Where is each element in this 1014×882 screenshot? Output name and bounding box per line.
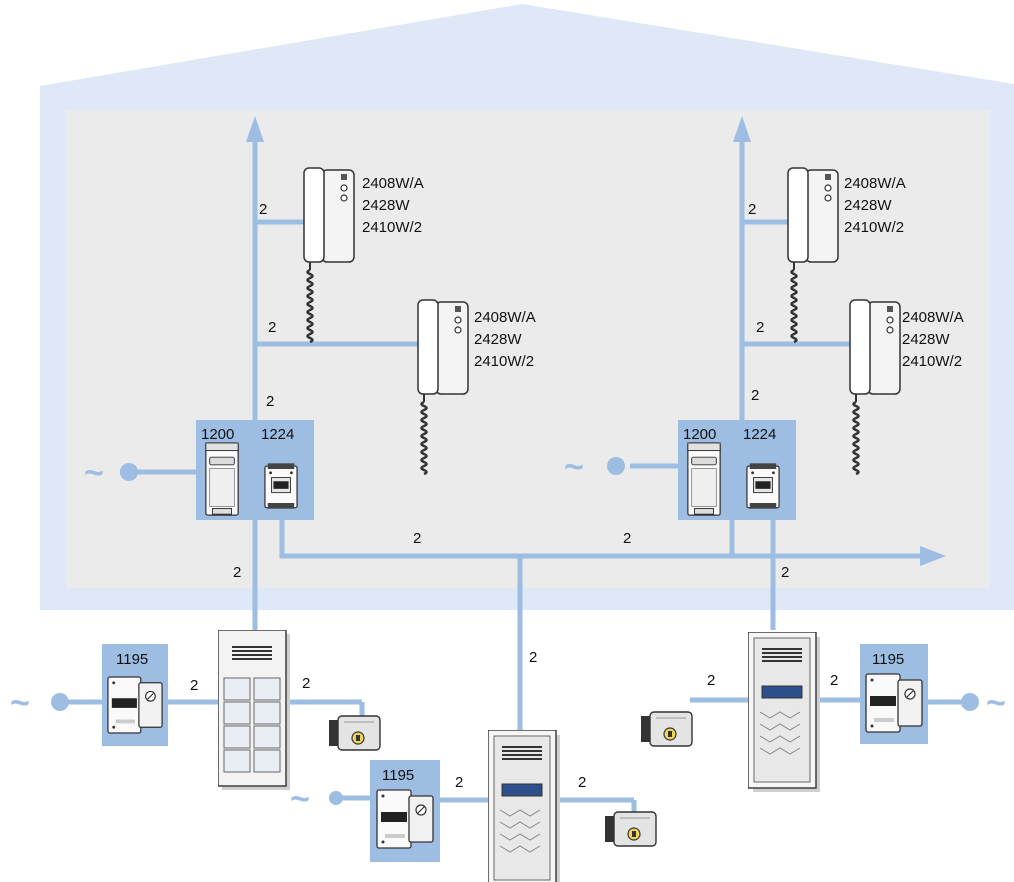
wire-count-label: 2 <box>233 564 241 581</box>
door-entry-panel-icon <box>488 730 560 882</box>
model-label: 2410W/2 <box>474 353 534 370</box>
interface-label: 1224 <box>743 426 776 443</box>
wire-labels: 2 2 2 2 2 2 2 2 2 2 2 2 2 2 2 2 2 <box>190 201 838 791</box>
model-label: 2428W <box>362 197 410 214</box>
handset-models-4: 2408W/A 2428W 2410W/2 <box>902 309 964 370</box>
model-label: 2408W/A <box>362 175 424 192</box>
model-label: 2408W/A <box>474 309 536 326</box>
wire-count-label: 2 <box>707 672 715 689</box>
wire-count-label: 2 <box>259 201 267 218</box>
power-supply-module-icon <box>687 442 721 516</box>
model-label: 2410W/2 <box>844 219 904 236</box>
handset-models-2: 2408W/A 2428W 2410W/2 <box>474 309 536 370</box>
model-label: 2428W <box>474 331 522 348</box>
wire-count-label: 2 <box>830 672 838 689</box>
wire-count-label: 2 <box>529 649 537 666</box>
mains-symbol: ~ <box>84 454 104 492</box>
wire-count-label: 2 <box>190 677 198 694</box>
wire-count-label: 2 <box>266 393 274 410</box>
mains-symbol: ~ <box>564 448 584 486</box>
door-supply-label: 1195 <box>382 767 414 784</box>
mains-symbols: ~ ~ ~ ~ ~ <box>10 448 1006 818</box>
model-label: 2428W <box>902 331 950 348</box>
power-supply-label: 1200 <box>683 426 716 443</box>
door-entry-panel-icon <box>218 630 290 790</box>
wire-count-label: 2 <box>268 319 276 336</box>
interface-label: 1224 <box>261 426 294 443</box>
power-supply-module-icon <box>205 442 239 516</box>
handset-models-1: 2408W/A 2428W 2410W/2 <box>362 175 424 236</box>
model-label: 2410W/2 <box>362 219 422 236</box>
door-entry-panel-icon <box>748 632 820 792</box>
model-label: 2408W/A <box>902 309 964 326</box>
wire-count-label: 2 <box>413 530 421 547</box>
power-supply-module-icon <box>865 673 923 733</box>
interface-module-icon <box>746 462 780 510</box>
right-door-supply: 1195 <box>860 644 928 744</box>
power-supply-module-icon <box>107 676 163 734</box>
wire-count-label: 2 <box>578 774 586 791</box>
mains-symbol: ~ <box>10 684 30 722</box>
interface-module-icon <box>264 462 298 510</box>
center-door-supply: 1195 <box>370 760 440 862</box>
electric-lock-icon <box>640 711 693 747</box>
mains-connections <box>51 457 979 805</box>
model-label: 2410W/2 <box>902 353 962 370</box>
left-control-unit: 1200 1224 <box>196 420 314 520</box>
wire-count-label: 2 <box>455 774 463 791</box>
wire-count-label: 2 <box>756 319 764 336</box>
power-supply-module-icon <box>376 789 434 849</box>
left-door-supply: 1195 <box>102 644 168 746</box>
model-label: 2408W/A <box>844 175 906 192</box>
mains-symbol: ~ <box>986 684 1006 722</box>
electric-lock-icon <box>604 811 657 847</box>
mains-symbol: ~ <box>290 780 310 818</box>
handset-models-3: 2408W/A 2428W 2410W/2 <box>844 175 906 236</box>
wiring <box>60 116 970 812</box>
wire-count-label: 2 <box>781 564 789 581</box>
wire-count-label: 2 <box>623 530 631 547</box>
wire-count-label: 2 <box>302 675 310 692</box>
electric-lock-icon <box>328 715 381 751</box>
right-control-unit: 1200 1224 <box>678 420 796 520</box>
model-label: 2428W <box>844 197 892 214</box>
power-supply-label: 1200 <box>201 426 234 443</box>
wire-count-label: 2 <box>748 201 756 218</box>
door-supply-label: 1195 <box>116 651 148 668</box>
wire-count-label: 2 <box>751 387 759 404</box>
door-supply-label: 1195 <box>872 651 904 668</box>
